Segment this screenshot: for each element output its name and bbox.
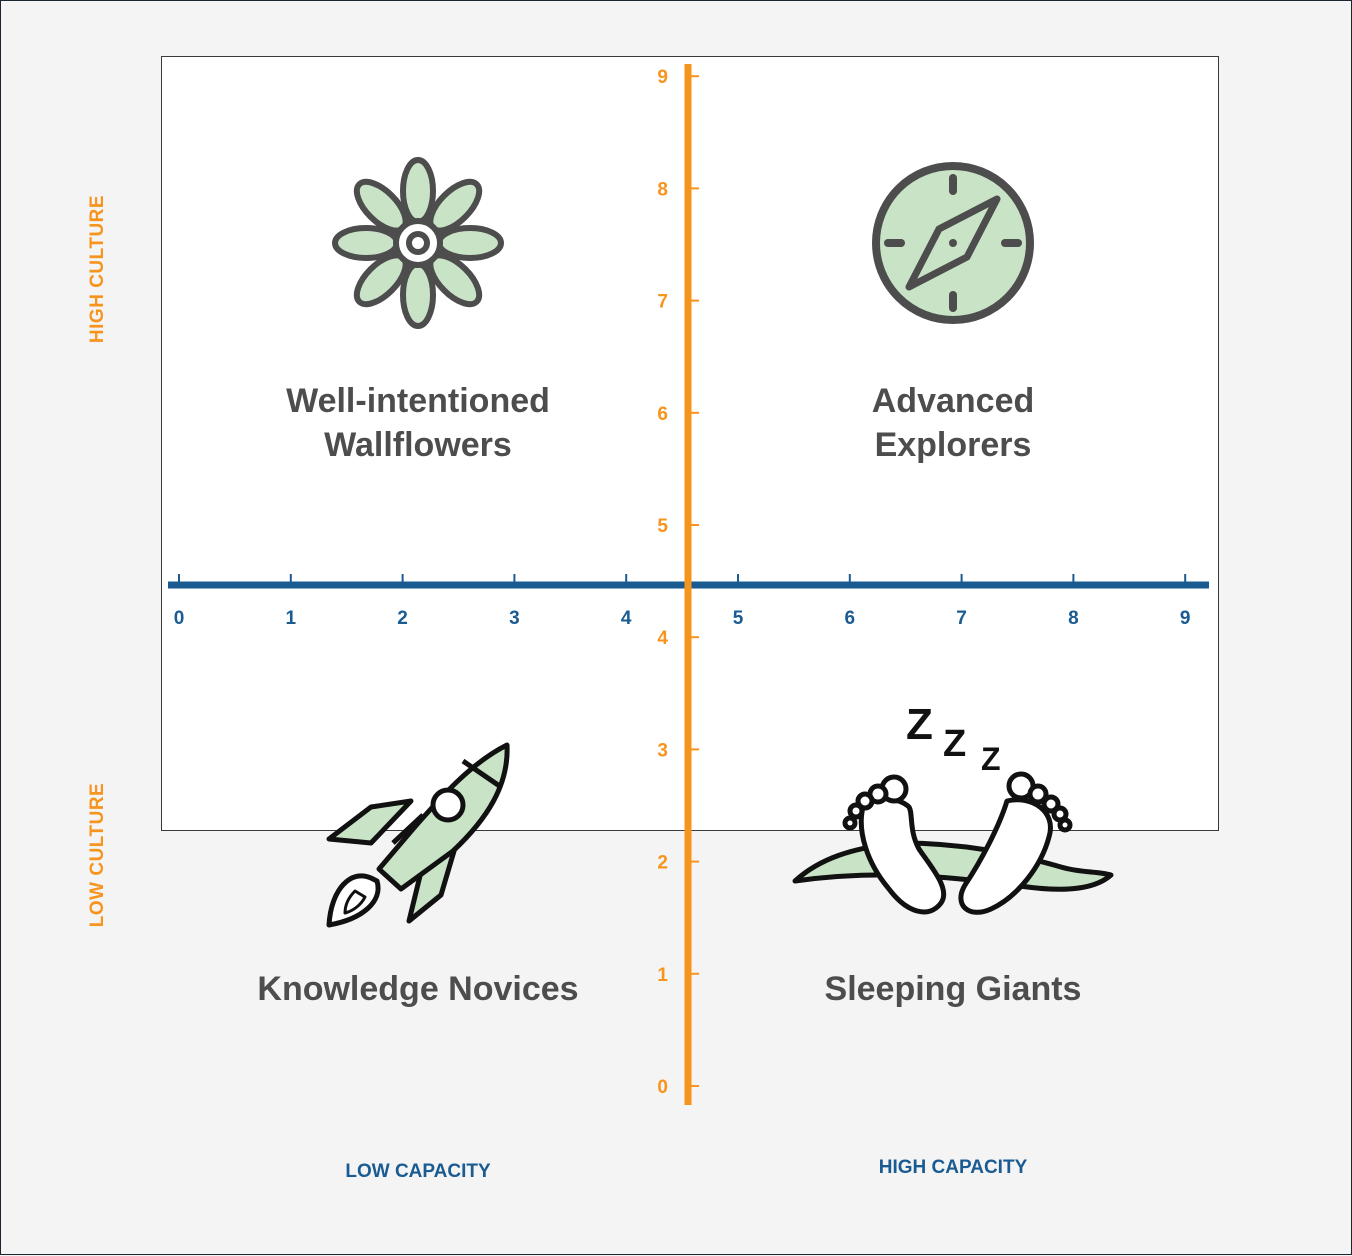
quadrant-top-right-line1: Advanced — [871, 382, 1035, 420]
y-tick-label: 9 — [657, 67, 668, 88]
y-tick-label: 3 — [657, 740, 668, 761]
x-tick-label: 2 — [397, 608, 408, 629]
y-tick-label: 7 — [657, 292, 668, 313]
low-capacity-label: LOW CAPACITY — [345, 1161, 491, 1182]
x-tick-label: 3 — [509, 608, 520, 629]
y-tick-label: 4 — [657, 628, 668, 649]
y-tick-label: 2 — [657, 853, 668, 874]
quadrant-top-left-title: Well-intentioned Wallflowers — [208, 379, 628, 467]
sleep-z-3: Z — [981, 741, 1001, 777]
y-tick-label: 6 — [657, 404, 668, 425]
quadrant-top-right-line2: Explorers — [874, 426, 1032, 464]
x-tick-label: 9 — [1180, 608, 1191, 629]
rocket-icon — [326, 742, 510, 928]
x-tick-label: 8 — [1068, 608, 1079, 629]
sleep-z-2: Z — [943, 723, 966, 765]
y-tick-label: 1 — [657, 965, 668, 986]
quadrant-top-left-line1: Well-intentioned — [286, 382, 550, 420]
quadrant-bottom-right-line1: Sleeping Giants — [824, 970, 1082, 1008]
high-capacity-label: HIGH CAPACITY — [878, 1157, 1028, 1178]
x-tick-label: 1 — [286, 608, 297, 629]
quadrant-top-right-title: Advanced Explorers — [743, 379, 1163, 467]
flower-icon — [332, 157, 504, 329]
y-tick-label: 5 — [657, 516, 668, 537]
y-tick-label: 0 — [657, 1077, 668, 1098]
high-culture-label: HIGH CULTURE — [87, 194, 108, 344]
quadrant-bottom-left-title: Knowledge Novices — [208, 967, 628, 1011]
x-tick-label: 6 — [845, 608, 856, 629]
sleeping-feet-icon: Z Z Z — [792, 700, 1114, 915]
compass-icon — [872, 162, 1034, 324]
quadrant-bottom-right-title: Sleeping Giants — [743, 967, 1163, 1011]
y-tick-label: 8 — [657, 179, 668, 200]
low-culture-label: LOW CULTURE — [87, 782, 108, 928]
quadrant-bottom-left-line1: Knowledge Novices — [257, 970, 579, 1008]
quadrant-top-left-line2: Wallflowers — [324, 426, 512, 464]
x-tick-label: 0 — [174, 608, 185, 629]
x-tick-label: 7 — [956, 608, 967, 629]
x-tick-label: 4 — [621, 608, 632, 629]
sleep-z-1: Z — [906, 700, 933, 749]
x-tick-label: 5 — [733, 608, 744, 629]
